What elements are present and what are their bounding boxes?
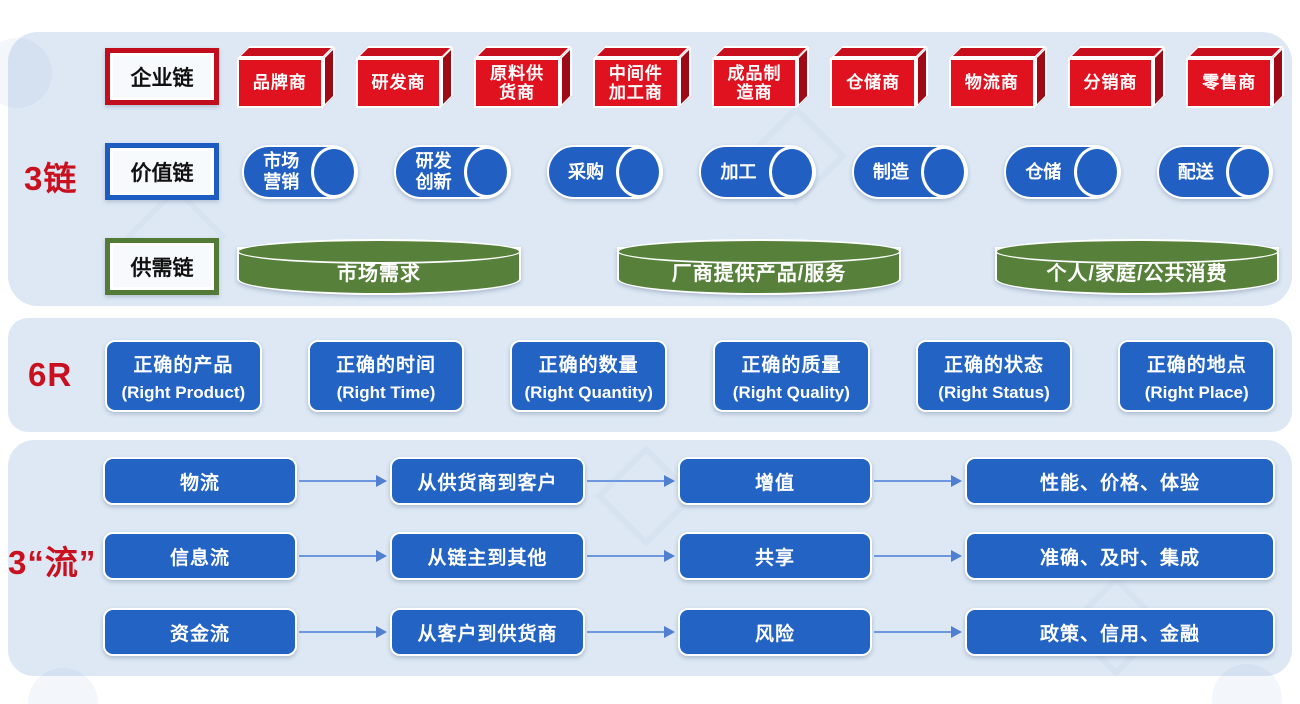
demand-node-consumption: 个人/家庭/公共消费 (995, 239, 1279, 295)
enterprise-node-warehousing: 仓储商 (830, 46, 929, 108)
arrow-right-icon (299, 550, 387, 562)
flow-information-path: 从链主到其他 (390, 532, 585, 580)
value-node-warehousing: 仓储 (1004, 145, 1121, 199)
value-node-processing: 加工 (699, 145, 816, 199)
flow-logistics: 物流 (103, 457, 297, 505)
six-r-row: 正确的产品(Right Product) 正确的时间(Right Time) 正… (105, 340, 1276, 412)
enterprise-node-raw-material: 原料供 货商 (474, 46, 573, 108)
r-box-product: 正确的产品(Right Product) (105, 340, 262, 412)
flow-information-value: 准确、及时、集成 (965, 532, 1275, 580)
flow-capital-feature: 风险 (678, 608, 872, 656)
demand-node-supply: 厂商提供产品/服务 (617, 239, 901, 295)
enterprise-node-intermediate: 中间件 加工商 (593, 46, 691, 108)
value-chain-label: 价值链 (105, 143, 219, 200)
arrow-right-icon (587, 626, 675, 638)
r-box-time: 正确的时间(Right Time) (307, 340, 465, 412)
r-box-quality: 正确的质量(Right Quality) (713, 340, 870, 412)
label-3-flows: 3“流” (8, 544, 97, 581)
arrow-right-icon (874, 626, 962, 638)
enterprise-node-distributor: 分销商 (1067, 46, 1166, 108)
flow-logistics-path: 从供货商到客户 (390, 457, 585, 505)
r-box-place: 正确的地点(Right Place) (1118, 340, 1276, 412)
flow-logistics-value: 性能、价格、体验 (965, 457, 1275, 505)
arrow-right-icon (874, 475, 962, 487)
flow-information: 信息流 (103, 532, 297, 580)
value-node-manufacturing: 制造 (851, 145, 969, 199)
value-node-delivery: 配送 (1156, 145, 1273, 199)
enterprise-node-logistics: 物流商 (949, 46, 1047, 108)
arrow-right-icon (874, 550, 962, 562)
enterprise-node-rnd: 研发商 (355, 46, 454, 108)
enterprise-chain-row: 品牌商 研发商 原料供 货商 中间件 加工商 成品制 造商 仓储商 物流商 分销… (237, 46, 1285, 108)
label-6r: 6R (28, 356, 73, 393)
supply-demand-chain-label: 供需链 (105, 238, 219, 295)
arrow-right-icon (299, 475, 387, 487)
value-chain-row: 市场 营销 研发 创新 采购 加工 制造 仓储 配送 (242, 145, 1273, 199)
r-box-status: 正确的状态(Right Status) (915, 340, 1073, 412)
flow-capital-value: 政策、信用、金融 (965, 608, 1275, 656)
arrow-right-icon (587, 475, 675, 487)
enterprise-node-manufacturer: 成品制 造商 (711, 46, 810, 108)
arrow-right-icon (587, 550, 675, 562)
value-node-procurement: 采购 (546, 145, 664, 199)
value-node-innovation: 研发 创新 (394, 145, 511, 199)
flow-capital-path: 从客户到供货商 (390, 608, 585, 656)
flow-logistics-feature: 增值 (678, 457, 872, 505)
value-node-marketing: 市场 营销 (242, 145, 359, 199)
demand-node-market: 市场需求 (237, 239, 521, 295)
r-box-quantity: 正确的数量(Right Quantity) (510, 340, 668, 412)
enterprise-node-brand: 品牌商 (237, 46, 335, 108)
label-3-chains: 3链 (24, 160, 78, 197)
flow-capital: 资金流 (103, 608, 297, 656)
flow-information-feature: 共享 (678, 532, 872, 580)
arrow-right-icon (299, 626, 387, 638)
enterprise-chain-label: 企业链 (105, 48, 219, 105)
enterprise-node-retailer: 零售商 (1186, 46, 1285, 108)
